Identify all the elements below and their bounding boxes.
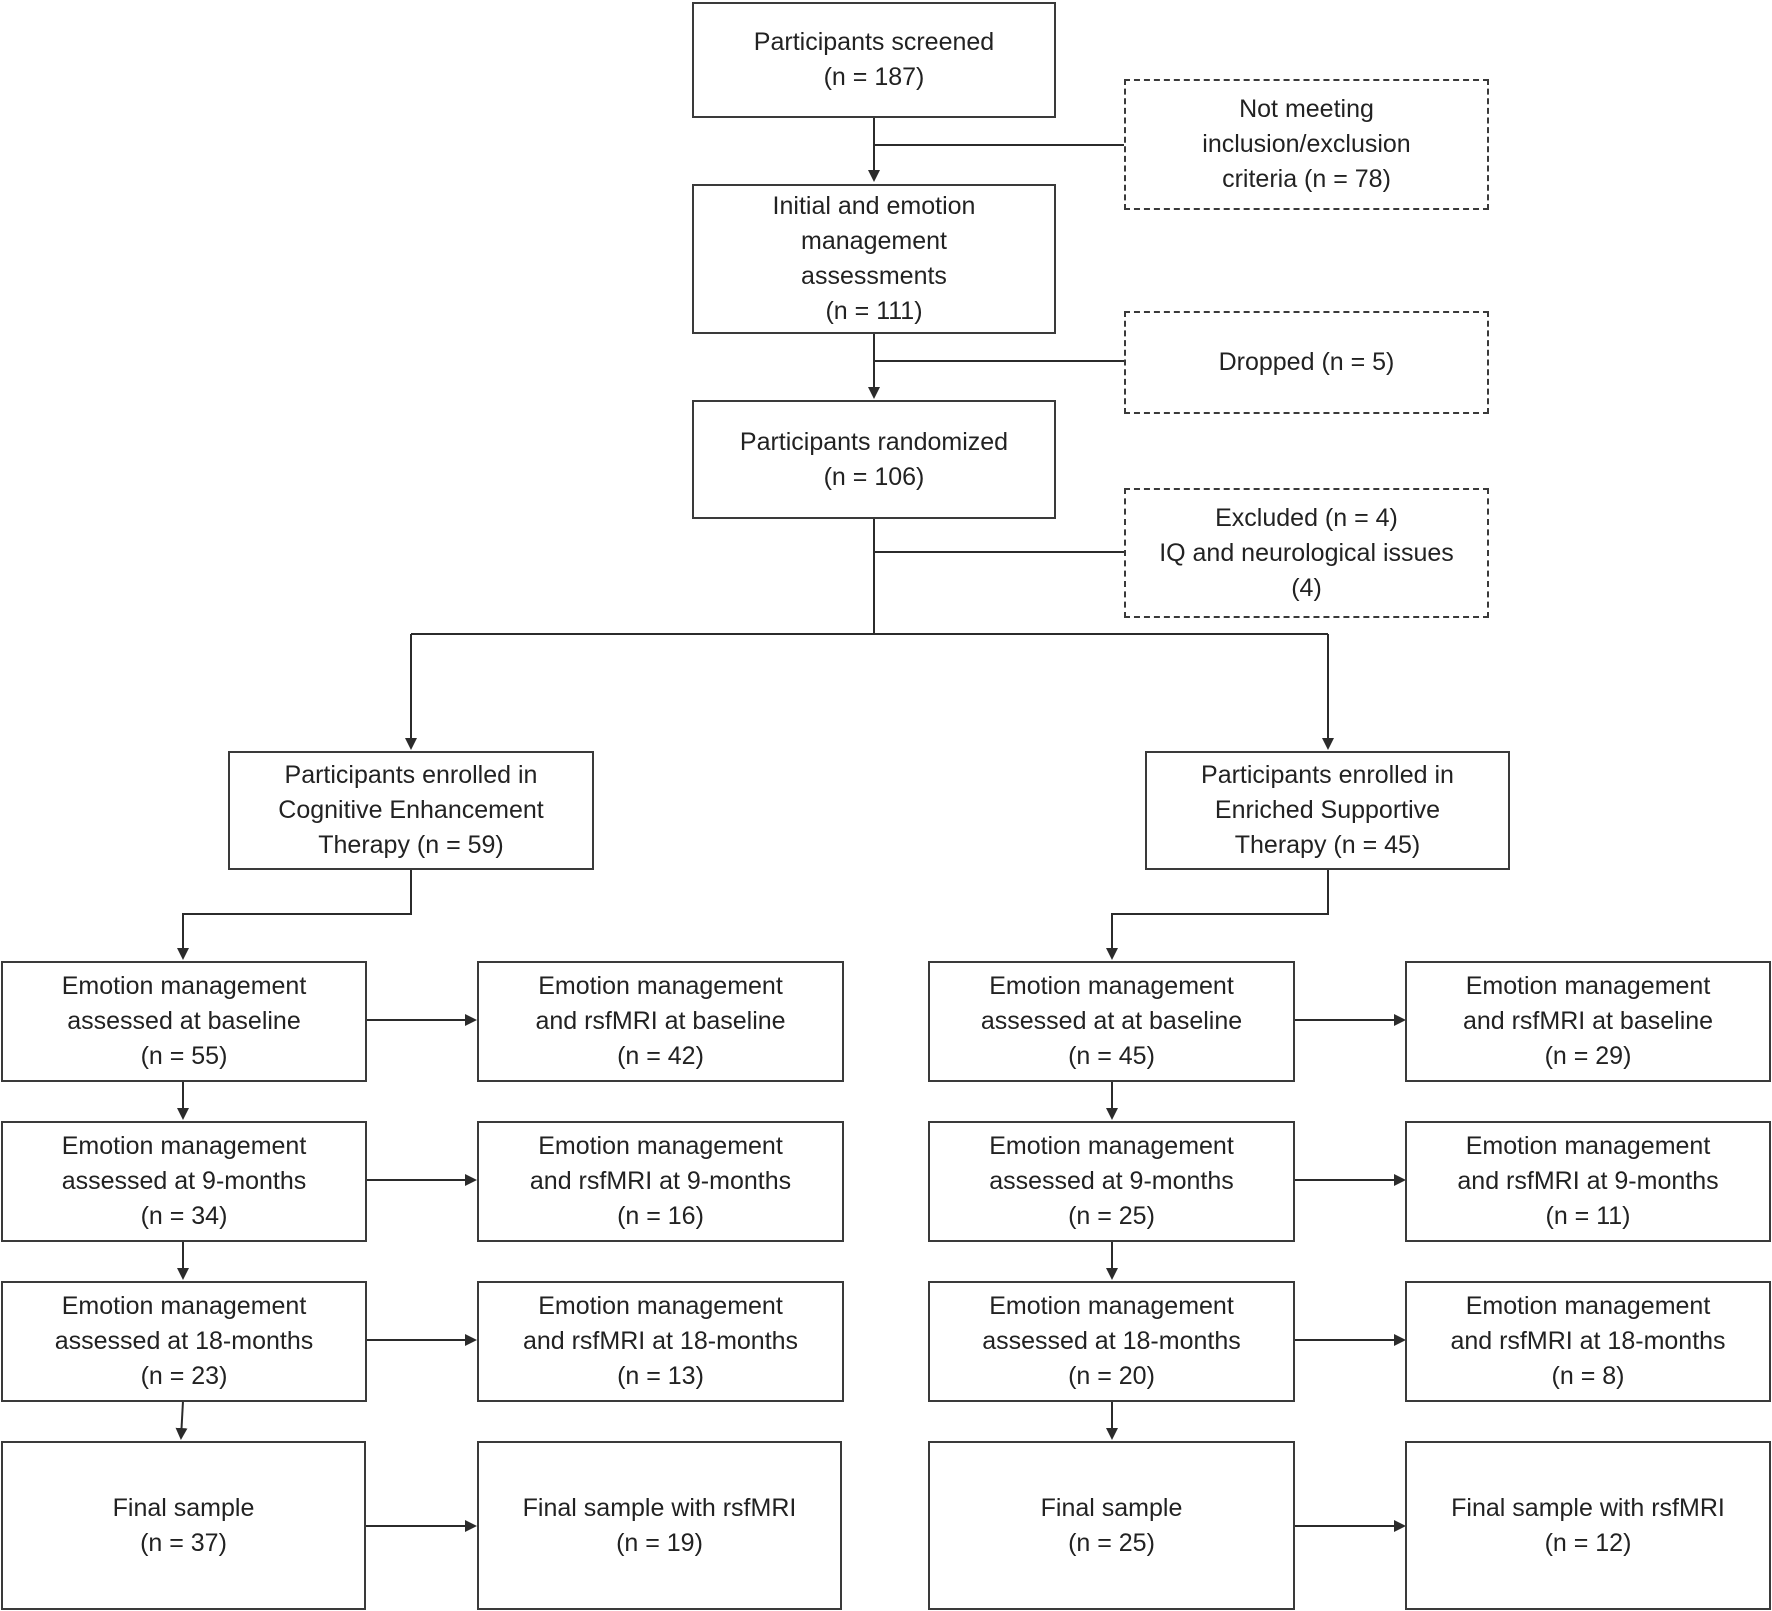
excluded-line-2: IQ and neurological issues	[1159, 538, 1454, 567]
est-9m-line-1: Emotion management	[989, 1132, 1234, 1160]
est-18m-mri-line-3: (n = 8)	[1551, 1362, 1625, 1390]
est-9m-mri-line-2: and rsfMRI at 9-months	[1457, 1167, 1719, 1195]
cet-final-mri-line-1: Final sample with rsfMRI	[522, 1493, 797, 1522]
cet-enrolled-box: Participants enrolled in Cognitive Enhan…	[228, 751, 594, 870]
est-18m-line-2: assessed at 18-months	[982, 1327, 1241, 1355]
est-9m-mri-box: Emotion management and rsfMRI at 9-month…	[1405, 1121, 1771, 1242]
not-meeting-line-1: Not meeting	[1239, 95, 1374, 123]
dropped-line-1: Dropped (n = 5)	[1218, 348, 1395, 376]
cet-final-line-2: (n = 37)	[140, 1528, 227, 1557]
est-baseline-line-3: (n = 45)	[1068, 1042, 1155, 1070]
cet-18m-line-1: Emotion management	[61, 1292, 307, 1320]
cet-18m-mri-line-3: (n = 13)	[617, 1362, 704, 1390]
est-baseline-mri-line-3: (n = 29)	[1544, 1042, 1632, 1070]
est-9m-mri-line-1: Emotion management	[1465, 1132, 1711, 1160]
cet-9m-mri-box: Emotion management and rsfMRI at 9-month…	[477, 1121, 844, 1242]
initial-line-1: Initial and emotion	[772, 192, 976, 220]
est-18m-line-3: (n = 20)	[1068, 1362, 1155, 1390]
dropped-box: Dropped (n = 5)	[1124, 311, 1489, 414]
cet-baseline-line-3: (n = 55)	[140, 1042, 228, 1070]
est-final-line-2: (n = 25)	[1068, 1528, 1155, 1557]
est-18m-box: Emotion management assessed at 18-months…	[928, 1281, 1295, 1402]
connector-cet-enrolled-baseline	[177, 869, 412, 960]
initial-line-3: assessments	[801, 262, 947, 290]
cet-final-mri-line-2: (n = 19)	[616, 1528, 703, 1557]
initial-box: Initial and emotion management assessmen…	[692, 184, 1056, 334]
cet-enrolled-line-3: Therapy (n = 59)	[318, 831, 504, 859]
screened-line-2: (n = 187)	[823, 63, 925, 91]
est-baseline-box: Emotion management assessed at at baseli…	[928, 961, 1295, 1082]
est-final-line-1: Final sample	[1040, 1493, 1183, 1522]
est-18m-mri-line-1: Emotion management	[1465, 1292, 1711, 1320]
not-meeting-line-2: inclusion/exclusion	[1202, 130, 1411, 158]
cet-9m-line-3: (n = 34)	[140, 1202, 228, 1230]
randomized-line-2: (n = 106)	[823, 462, 925, 491]
cet-enrolled-line-2: Cognitive Enhancement	[278, 796, 544, 824]
connector-cet-18m-final	[175, 1400, 188, 1440]
cet-baseline-line-1: Emotion management	[61, 972, 307, 1000]
cet-9m-mri-line-1: Emotion management	[538, 1132, 783, 1160]
cet-baseline-line-2: assessed at baseline	[67, 1007, 301, 1035]
cet-final-line-1: Final sample	[112, 1493, 255, 1522]
cet-18m-mri-box: Emotion management and rsfMRI at 18-mont…	[477, 1281, 844, 1402]
est-baseline-line-2: assessed at at baseline	[980, 1007, 1243, 1035]
est-enrolled-line-3: Therapy (n = 45)	[1234, 831, 1421, 859]
est-baseline-line-1: Emotion management	[989, 972, 1234, 1000]
est-baseline-mri-line-1: Emotion management	[1465, 972, 1711, 1000]
not-meeting-box: Not meeting inclusion/exclusion criteria…	[1124, 79, 1489, 210]
cet-baseline-box: Emotion management assessed at baseline …	[1, 961, 367, 1082]
cet-9m-line-2: assessed at 9-months	[61, 1167, 307, 1195]
screened-line-1: Participants screened	[753, 28, 995, 56]
est-9m-line-2: assessed at 9-months	[989, 1167, 1234, 1195]
est-9m-box: Emotion management assessed at 9-months …	[928, 1121, 1295, 1242]
est-18m-mri-line-2: and rsfMRI at 18-months	[1450, 1327, 1726, 1355]
est-9m-line-3: (n = 25)	[1068, 1202, 1155, 1230]
est-enrolled-box: Participants enrolled in Enriched Suppor…	[1145, 751, 1510, 870]
excluded-box: Excluded (n = 4) IQ and neurological iss…	[1124, 488, 1489, 618]
not-meeting-line-3: criteria (n = 78)	[1222, 165, 1391, 193]
excluded-line-1: Excluded (n = 4)	[1215, 503, 1398, 532]
cet-baseline-mri-line-1: Emotion management	[538, 972, 783, 1000]
cet-baseline-mri-box: Emotion management and rsfMRI at baselin…	[477, 961, 844, 1082]
est-enrolled-line-2: Enriched Supportive	[1214, 796, 1441, 824]
cet-9m-line-1: Emotion management	[61, 1132, 307, 1160]
cet-9m-box: Emotion management assessed at 9-months …	[1, 1121, 367, 1242]
cet-18m-line-3: (n = 23)	[140, 1362, 228, 1390]
cet-9m-mri-line-2: and rsfMRI at 9-months	[529, 1167, 792, 1195]
cet-18m-box: Emotion management assessed at 18-months…	[1, 1281, 367, 1402]
est-9m-mri-line-3: (n = 11)	[1545, 1202, 1631, 1230]
est-18m-line-1: Emotion management	[989, 1292, 1234, 1320]
cet-18m-line-2: assessed at 18-months	[54, 1327, 314, 1355]
excluded-line-3: (4)	[1291, 573, 1322, 602]
est-final-mri-box: Final sample with rsfMRI (n = 12)	[1405, 1441, 1771, 1610]
est-baseline-mri-box: Emotion management and rsfMRI at baselin…	[1405, 961, 1771, 1082]
est-final-box: Final sample (n = 25)	[928, 1441, 1295, 1610]
initial-line-2: management	[801, 227, 947, 255]
est-baseline-mri-line-2: and rsfMRI at baseline	[1462, 1007, 1714, 1035]
cet-enrolled-line-1: Participants enrolled in	[284, 761, 538, 789]
screened-box: Participants screened (n = 187)	[692, 2, 1056, 118]
est-18m-mri-box: Emotion management and rsfMRI at 18-mont…	[1405, 1281, 1771, 1402]
est-enrolled-line-1: Participants enrolled in	[1201, 761, 1454, 789]
est-final-mri-line-2: (n = 12)	[1544, 1528, 1632, 1557]
cet-baseline-mri-line-2: and rsfMRI at baseline	[535, 1007, 786, 1035]
randomized-line-1: Participants randomized	[739, 427, 1009, 456]
cet-baseline-mri-line-3: (n = 42)	[617, 1042, 704, 1070]
connector-est-enrolled-baseline	[1106, 869, 1329, 960]
cet-18m-mri-line-1: Emotion management	[538, 1292, 783, 1320]
randomized-box: Participants randomized (n = 106)	[692, 400, 1056, 519]
est-final-mri-line-1: Final sample with rsfMRI	[1451, 1493, 1725, 1522]
cet-final-mri-box: Final sample with rsfMRI (n = 19)	[477, 1441, 842, 1610]
cet-final-box: Final sample (n = 37)	[1, 1441, 366, 1610]
cet-18m-mri-line-2: and rsfMRI at 18-months	[522, 1327, 799, 1355]
initial-line-4: (n = 111)	[825, 297, 923, 325]
cet-9m-mri-line-3: (n = 16)	[617, 1202, 704, 1230]
